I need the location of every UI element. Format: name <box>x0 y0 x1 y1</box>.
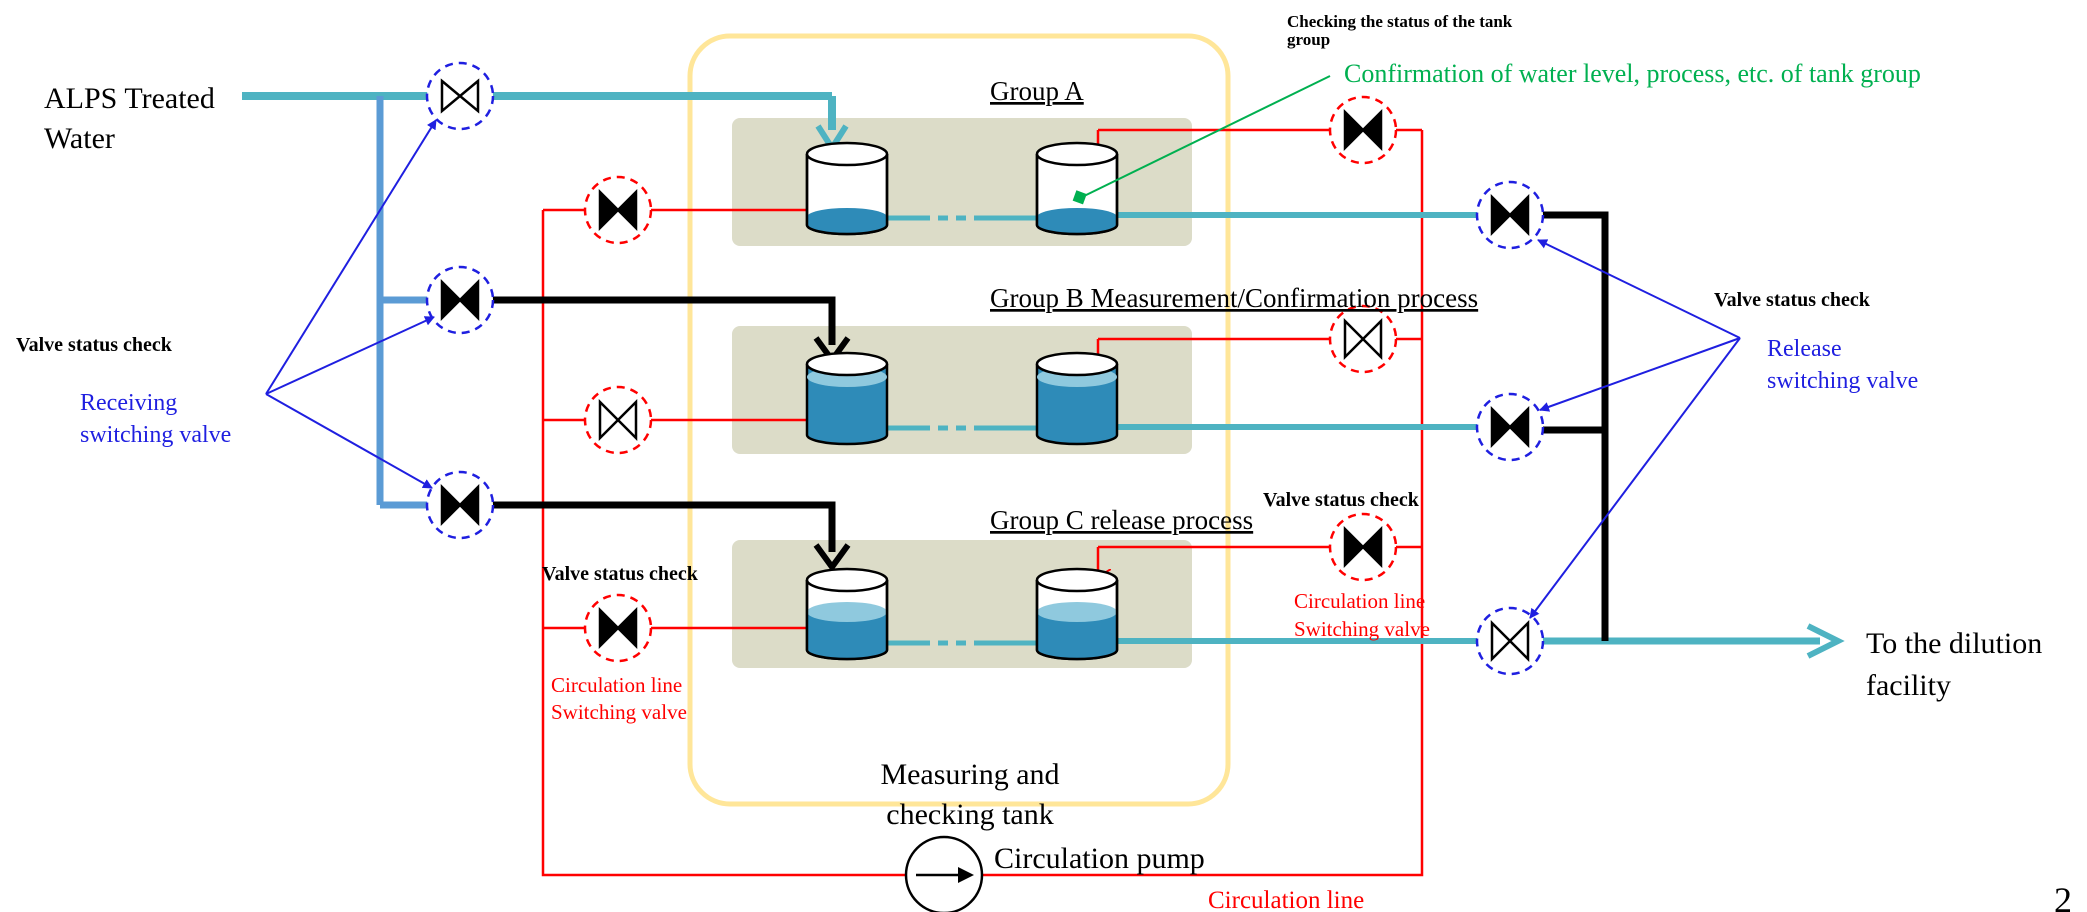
circulation-right-valve-2[interactable] <box>1328 304 1398 374</box>
receiving-heading: Valve status check <box>16 334 173 356</box>
receiving-valve-2[interactable] <box>425 265 495 335</box>
tank-area-label-line1: Measuring and <box>880 758 1059 791</box>
release-annotation-arrows <box>1529 239 1741 619</box>
inlet-label-line2: Water <box>44 122 115 155</box>
circulation-pump[interactable] <box>904 835 984 912</box>
group-b-panel <box>732 326 1192 454</box>
receiving-valve-1[interactable] <box>425 61 495 131</box>
circulation-left-heading: Valve status check <box>542 563 699 585</box>
tank-status-heading-line1: Checking the status of the tank <box>1287 12 1513 31</box>
tank-a1 <box>805 141 889 236</box>
circulation-line-label: Circulation line <box>1208 887 1364 912</box>
tank-b1 <box>805 351 889 446</box>
circulation-left-label-line2: Switching valve <box>551 700 687 724</box>
tanks <box>805 141 1119 661</box>
release-valve-2[interactable] <box>1475 392 1545 462</box>
release-heading: Valve status check <box>1714 289 1871 311</box>
circulation-right-valve-3[interactable] <box>1328 512 1398 582</box>
receiving-annotation-arrows <box>265 119 437 489</box>
group-a-panel <box>732 118 1192 246</box>
circulation-right-heading: Valve status check <box>1263 489 1420 511</box>
circulation-right-label-line1: Circulation line <box>1294 589 1425 613</box>
release-label-line1: Release <box>1767 336 1842 362</box>
group-b-title: Group B Measurement/Confirmation process <box>990 283 1478 313</box>
tank-area-label-line2: checking tank <box>886 798 1053 831</box>
circulation-left-valve-1[interactable] <box>583 175 653 245</box>
receiving-valve-3[interactable] <box>425 470 495 540</box>
circulation-left-label-line1: Circulation line <box>551 673 682 697</box>
tank-status-heading-line2: group <box>1287 30 1330 49</box>
receiving-label-line1: Receiving <box>80 390 177 416</box>
circulation-left-valve-2[interactable] <box>583 385 653 455</box>
outlet-label-line2: facility <box>1866 669 1951 702</box>
group-a-title: Group A <box>990 76 1084 106</box>
pump-label: Circulation pump <box>994 842 1205 875</box>
tank-a2 <box>1035 141 1119 236</box>
tank-status-annotation <box>1072 75 1331 205</box>
tank-b2 <box>1035 351 1119 446</box>
tank-c1 <box>805 567 889 661</box>
outlet-label-line1: To the dilution <box>1866 627 2042 660</box>
release-valve-3[interactable] <box>1475 606 1545 676</box>
circulation-right-valve-1[interactable] <box>1328 95 1398 165</box>
release-lines <box>1118 212 1845 659</box>
release-label-line2: switching valve <box>1767 368 1918 394</box>
release-valve-1[interactable] <box>1475 180 1545 250</box>
group-c-title: Group C release process <box>990 505 1253 535</box>
circulation-left-valve-3[interactable] <box>583 593 653 663</box>
receiving-label-line2: switching valve <box>80 422 231 448</box>
circulation-right-label-line2: Switching valve <box>1294 617 1430 641</box>
inlet-label-line1: ALPS Treated <box>44 82 215 115</box>
group-c-panel <box>732 540 1192 668</box>
tank-links <box>888 215 1036 646</box>
tank-c2 <box>1035 567 1119 661</box>
page-number: 2 <box>2054 880 2072 912</box>
tank-status-description: Confirmation of water level, process, et… <box>1344 59 1921 88</box>
